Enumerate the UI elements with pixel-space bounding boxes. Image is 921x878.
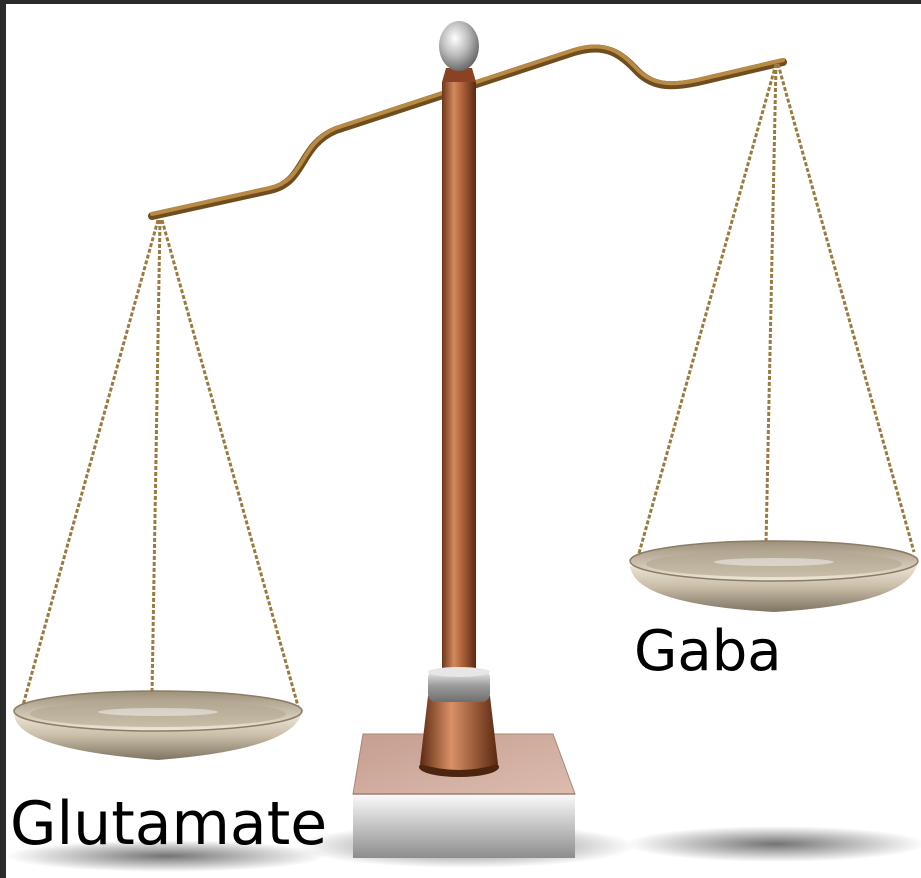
right-pan-shadow [626,826,921,862]
right-pan-chains [636,64,914,564]
left-pan-chains [20,220,298,716]
pillar-foot [419,696,499,777]
image-frame: Gaba Glutamate [6,4,921,878]
balance-scale-illustration [6,4,921,878]
gaba-label: Gaba [634,624,782,680]
glutamate-label: Glutamate [10,794,327,854]
scale-pillar [442,68,476,678]
left-pan [14,691,302,760]
pillar-collar [428,667,490,702]
top-knob [439,21,479,71]
right-pan [630,541,918,612]
